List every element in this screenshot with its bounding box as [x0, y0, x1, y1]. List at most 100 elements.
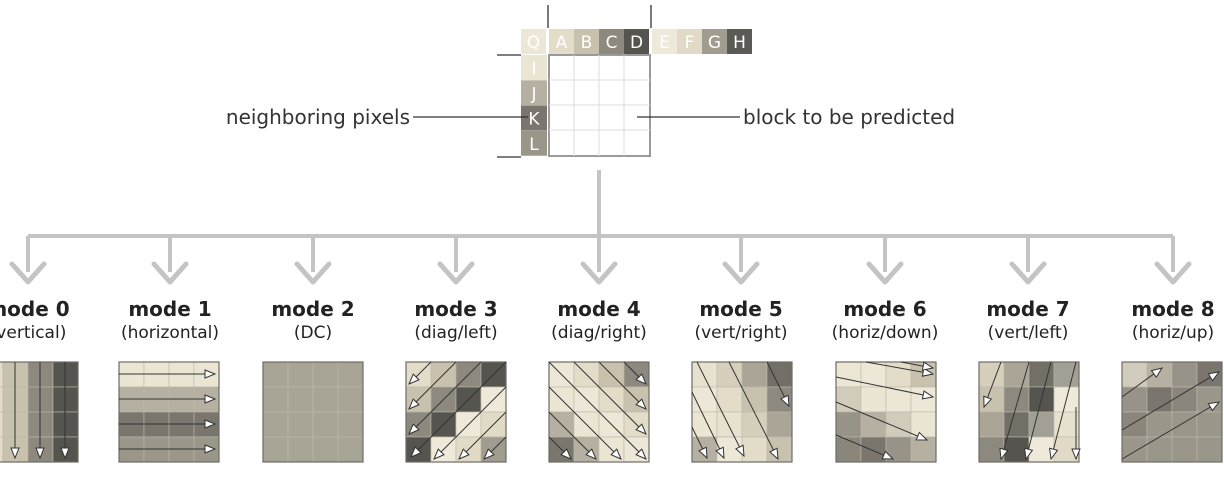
- reference-pixel-i: [521, 55, 547, 80]
- mode-subtitle: (vertical): [0, 323, 66, 343]
- prediction-arrow-icon: [1026, 361, 1052, 459]
- prediction-arrow-icon: [434, 386, 507, 459]
- mode-title: mode 4: [557, 297, 640, 321]
- block-to-be-predicted: [548, 54, 651, 157]
- mode-1: mode 1(horizontal): [118, 297, 220, 463]
- mode-prediction-block: [0, 361, 79, 463]
- prediction-arrow-icon: [900, 362, 933, 368]
- down-arrow-icon: [437, 261, 475, 285]
- prediction-arrow-icon: [835, 401, 927, 440]
- prediction-arrow-icon: [984, 361, 1002, 407]
- prediction-arrow-icon: [1121, 402, 1219, 460]
- reference-pixel-e: [652, 29, 677, 54]
- prediction-arrow-icon: [1051, 361, 1077, 459]
- prediction-arrow-icon: [459, 411, 507, 459]
- neighboring-pixels-label: neighboring pixels: [226, 105, 410, 129]
- down-arrow-icon: [1009, 261, 1047, 285]
- mode-prediction-block: [118, 361, 220, 463]
- mode-prediction-block: [691, 361, 793, 463]
- down-arrow-icon: [866, 261, 904, 285]
- down-arrow-icon: [151, 261, 189, 285]
- mode-subtitle: (horizontal): [121, 323, 219, 343]
- mode-prediction-block: [835, 361, 937, 463]
- mode-prediction-block: [405, 361, 507, 463]
- down-arrow-icon: [9, 261, 47, 285]
- mode-3: mode 3(diag/left): [405, 297, 507, 463]
- down-arrow-icon: [1154, 261, 1192, 285]
- down-arrow-icon: [722, 261, 760, 285]
- reference-label-l: L: [529, 135, 539, 155]
- mode-8: mode 8(horiz/up): [1121, 297, 1223, 463]
- reference-label-h: H: [733, 33, 746, 53]
- prediction-arrow-icon: [409, 361, 457, 409]
- reference-label-g: G: [708, 33, 721, 53]
- mode-subtitle: (diag/right): [551, 323, 647, 343]
- reference-pixel-k: [521, 105, 547, 131]
- prediction-arrow-icon: [1121, 368, 1162, 398]
- mode-title: mode 3: [414, 297, 497, 321]
- mode-7: mode 7(vert/left): [978, 297, 1079, 463]
- reference-label-k: K: [528, 110, 540, 130]
- prediction-arrow-icon: [865, 361, 933, 374]
- prediction-arrow-icon: [691, 426, 707, 458]
- mode-4: mode 4(diag/right): [548, 297, 650, 463]
- reference-label-c: C: [606, 33, 618, 53]
- prediction-arrow-icon: [409, 361, 432, 384]
- reference-label-a: A: [556, 33, 568, 53]
- prediction-arrow-icon: [573, 361, 646, 434]
- mode-subtitle: (vert/right): [694, 323, 787, 343]
- prediction-arrow-icon: [548, 436, 571, 459]
- mode-subtitle: (horiz/up): [1132, 323, 1214, 343]
- down-arrow-icon: [294, 261, 332, 285]
- reference-label-j: J: [530, 84, 536, 104]
- mode-2: mode 2(DC): [262, 297, 364, 463]
- reference-label-b: B: [581, 33, 593, 53]
- reference-label-f: F: [685, 33, 695, 53]
- prediction-arrow-icon: [691, 391, 724, 458]
- prediction-arrow-icon: [411, 361, 507, 457]
- mode-prediction-block: [548, 361, 650, 463]
- mode-0: mode 0(vertical): [0, 297, 79, 463]
- mode-title: mode 8: [1131, 297, 1214, 321]
- reference-label-q: Q: [527, 33, 540, 53]
- reference-pixel-l: [521, 130, 547, 156]
- reference-pixel-c: [599, 29, 624, 54]
- reference-pixel-f: [677, 29, 702, 54]
- connector-tree: [9, 170, 1192, 285]
- mode-title: mode 1: [128, 297, 211, 321]
- reference-pixel-q: [521, 29, 546, 54]
- mode-prediction-block: [1121, 361, 1223, 463]
- prediction-arrow-icon: [1121, 372, 1219, 431]
- reference-pixel-g: [702, 29, 727, 54]
- mode-6: mode 6(horiz/down): [832, 297, 939, 463]
- prediction-arrow-icon: [835, 376, 933, 397]
- mode-subtitle: (vert/left): [988, 323, 1069, 343]
- reference-label-e: E: [659, 33, 670, 53]
- reference-pixel-h: [727, 29, 752, 54]
- mode-subtitle: (horiz/down): [832, 323, 939, 343]
- reference-label-d: D: [630, 33, 643, 53]
- mode-title: mode 2: [271, 297, 354, 321]
- prediction-arrow-icon: [728, 361, 778, 459]
- prediction-arrow-icon: [623, 361, 646, 384]
- mode-title: mode 7: [986, 297, 1069, 321]
- reference-pixel-j: [521, 80, 547, 106]
- prediction-arrow-icon: [548, 361, 646, 459]
- mode-subtitle: (diag/left): [414, 323, 497, 343]
- prediction-arrow-icon: [548, 386, 621, 459]
- down-arrow-icon: [580, 261, 618, 285]
- prediction-arrow-icon: [598, 361, 646, 409]
- prediction-arrow-icon: [1001, 361, 1030, 459]
- reference-pixel-d: [624, 29, 649, 54]
- mode-5: mode 5(vert/right): [691, 297, 793, 463]
- mode-subtitle: (DC): [294, 323, 332, 343]
- prediction-arrow-icon: [409, 361, 482, 434]
- prediction-arrow-icon: [835, 434, 893, 459]
- reference-label-i: I: [531, 59, 536, 79]
- prediction-arrow-icon: [696, 361, 744, 456]
- block-label: block to be predicted: [743, 105, 955, 129]
- prediction-arrow-icon: [766, 361, 789, 406]
